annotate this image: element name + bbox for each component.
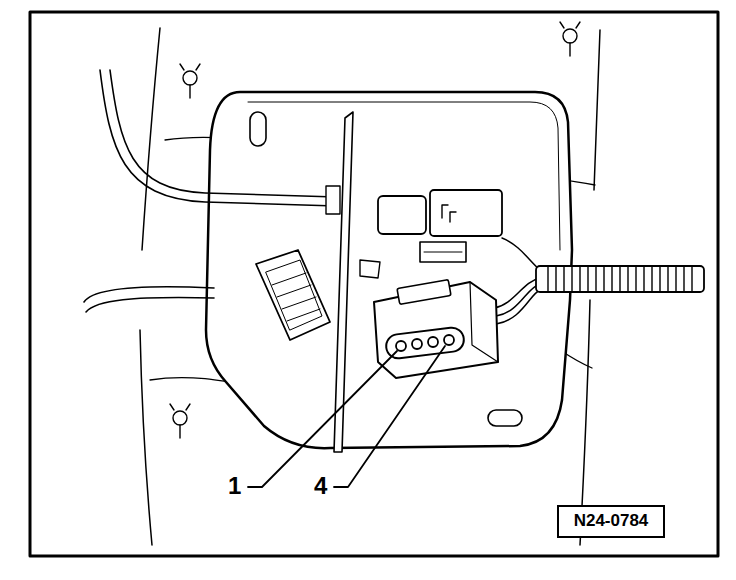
- tube-ridges: [548, 266, 692, 292]
- connector-edge: [470, 282, 498, 362]
- drawing-part: [180, 64, 200, 98]
- harness-tube: [536, 266, 704, 292]
- bracket: [420, 242, 466, 262]
- pin: [396, 341, 406, 351]
- component: [430, 190, 502, 236]
- leader-line: [248, 351, 397, 487]
- leader-line: [334, 346, 445, 487]
- reference-box: N24-0784: [557, 505, 665, 538]
- pin: [412, 339, 422, 349]
- wire: [502, 238, 540, 270]
- drawing-part: [183, 71, 197, 85]
- pin: [444, 335, 454, 345]
- cable: [86, 298, 214, 312]
- slot: [488, 410, 522, 426]
- slot: [250, 112, 266, 146]
- illustration-group: [30, 12, 718, 556]
- cable-clip: [326, 186, 340, 214]
- drawing-part: [170, 404, 190, 438]
- mounting-plate: [206, 92, 572, 448]
- body-contour: [594, 30, 600, 190]
- connector-face: [385, 326, 465, 359]
- plate-edge: [248, 102, 560, 250]
- cable: [100, 70, 336, 206]
- connector-latch: [397, 280, 451, 305]
- clip: [360, 260, 380, 278]
- connector-face: [266, 260, 322, 330]
- callout-number: 4: [313, 474, 328, 498]
- divider-wall: [334, 112, 353, 452]
- clip-symbol: [170, 404, 190, 438]
- cable: [84, 287, 214, 302]
- wire: [496, 284, 540, 316]
- bracket-detail: [424, 252, 462, 253]
- component-marking: [442, 205, 456, 222]
- wire: [494, 278, 540, 308]
- cable: [110, 70, 336, 197]
- multi-pin-connector: [256, 250, 330, 340]
- body-contour: [142, 28, 160, 250]
- reference-number: N24-0784: [574, 512, 649, 531]
- body-contour: [140, 330, 152, 545]
- clip-symbol: [180, 64, 200, 98]
- drawing-part: [560, 22, 580, 56]
- frame: [30, 12, 718, 556]
- drawing-part: [173, 411, 187, 425]
- pin: [428, 337, 438, 347]
- drawing-part: [563, 29, 577, 43]
- clip-symbol: [560, 22, 580, 56]
- connector-pins: [272, 273, 320, 321]
- wire: [496, 290, 540, 324]
- component: [378, 196, 426, 234]
- callout-number: 1: [227, 474, 242, 498]
